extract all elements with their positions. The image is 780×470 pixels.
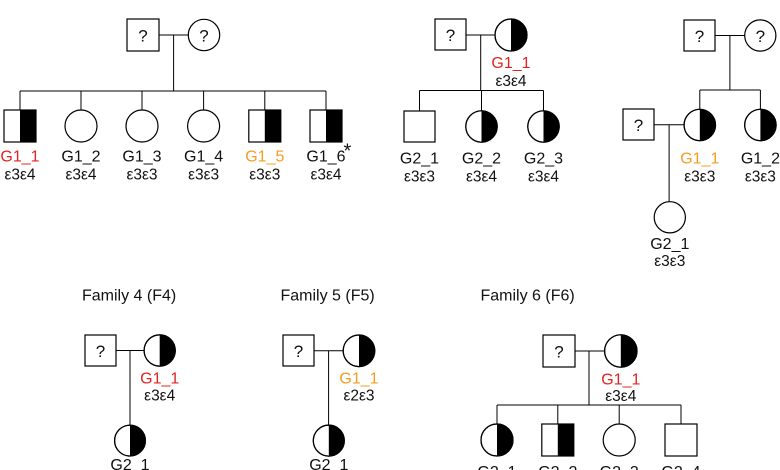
svg-text:G2_3: G2_3 [600,464,639,470]
svg-text:?: ? [199,27,208,46]
svg-text:G1_1: G1_1 [339,371,378,388]
svg-text:?: ? [294,342,303,361]
svg-text:G2_2: G2_2 [538,464,577,470]
svg-text:?: ? [756,27,765,46]
svg-text:ε2ε3: ε2ε3 [343,388,374,405]
svg-text:ε3ε3: ε3ε3 [745,169,776,186]
svg-text:G1_1: G1_1 [680,151,719,168]
svg-text:ε3ε4: ε3ε4 [605,388,636,405]
svg-text:ε3ε3: ε3ε3 [404,169,435,186]
svg-text:G1_1: G1_1 [0,149,39,166]
svg-text:G1_3: G1_3 [122,149,161,166]
svg-text:ε3ε4: ε3ε4 [144,388,175,405]
svg-text:ε3ε3: ε3ε3 [684,169,715,186]
svg-text:?: ? [96,342,105,361]
svg-text:G1_5: G1_5 [245,149,284,166]
svg-text:ε3ε4: ε3ε4 [65,167,96,184]
svg-text:Family 6 (F6): Family 6 (F6) [481,288,575,305]
svg-text:G2_1: G2_1 [309,457,348,470]
svg-text:ε3ε4: ε3ε4 [495,73,526,90]
svg-text:G2_1: G2_1 [110,457,149,470]
svg-text:Family 4 (F4): Family 4 (F4) [82,288,176,305]
svg-text:G2_1: G2_1 [477,464,516,470]
svg-text:G2_1: G2_1 [650,236,689,253]
svg-text:ε3ε4: ε3ε4 [4,167,35,184]
svg-text:?: ? [554,343,563,362]
svg-text:G2_2: G2_2 [462,151,501,168]
svg-text:ε3ε3: ε3ε3 [654,253,685,270]
svg-text:ε3ε3: ε3ε3 [126,167,157,184]
svg-text:G1_1: G1_1 [601,372,640,389]
svg-text:G2_1: G2_1 [400,151,439,168]
svg-text:?: ? [446,26,455,45]
svg-text:ε3ε4: ε3ε4 [466,169,497,186]
svg-text:G1_2: G1_2 [61,149,100,166]
svg-text:*: * [344,141,352,163]
svg-text:?: ? [695,27,704,46]
svg-text:?: ? [634,116,643,135]
svg-text:G1_4: G1_4 [184,149,223,166]
svg-text:ε3ε4: ε3ε4 [310,167,341,184]
svg-text:Family 5 (F5): Family 5 (F5) [281,288,375,305]
svg-text:G1_1: G1_1 [491,55,530,72]
svg-text:G2_4: G2_4 [661,464,700,470]
svg-text:G1_1: G1_1 [140,371,179,388]
svg-text:G1_2: G1_2 [741,151,780,168]
svg-text:?: ? [138,27,147,46]
svg-text:ε3ε3: ε3ε3 [188,167,219,184]
svg-text:G1_6: G1_6 [306,149,345,166]
svg-text:ε3ε4: ε3ε4 [528,169,559,186]
svg-text:G2_3: G2_3 [524,151,563,168]
svg-text:ε3ε3: ε3ε3 [249,167,280,184]
